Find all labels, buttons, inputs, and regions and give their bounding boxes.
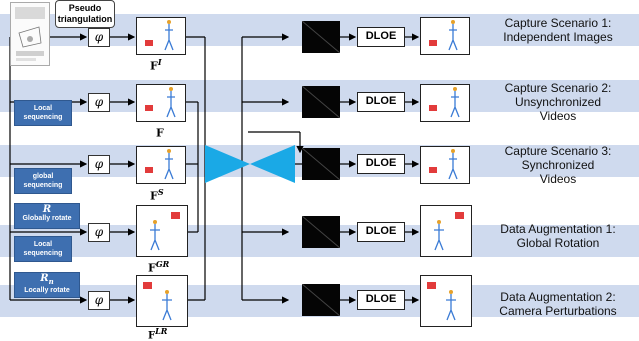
input-frame-5 [136, 275, 188, 327]
output-black-box-1 [301, 20, 341, 54]
input-frame-4 [136, 205, 188, 257]
caption-2-line2: Unsynchronized [514, 95, 602, 109]
caption-4-line1: Data Augmentation 1: [500, 222, 616, 236]
output-frame-3 [420, 146, 470, 184]
caption-2-line3: Videos [539, 109, 577, 123]
frame-label-1: FI [150, 57, 162, 73]
caption-5-line1: Data Augmentation 2: [500, 290, 616, 304]
dloe-block-5: DLOE [357, 290, 405, 310]
phi-block-4: φ [88, 223, 110, 242]
output-frame-1 [420, 17, 470, 55]
caption-3-line3: Videos [539, 172, 577, 186]
phi-block-2: φ [88, 93, 110, 112]
caption-5-line2: Camera Perturbations [499, 304, 617, 318]
frame-label-2: F [156, 126, 164, 140]
hourglass-network [205, 145, 295, 183]
output-frame-4 [420, 205, 472, 257]
dloe-block-4: DLOE [357, 222, 405, 242]
output-black-box-2 [301, 85, 341, 119]
local-sequencing-input-2: Local sequencing [14, 236, 72, 262]
phi-block-1: φ [88, 28, 110, 47]
globally-rotate-input: R Globally rotate [14, 203, 80, 229]
global-sequencing-input: global sequencing [14, 168, 72, 194]
caption-augmentation-2: Data Augmentation 2: Camera Perturbation… [478, 290, 638, 318]
local-sequencing-input: Local sequencing [14, 100, 72, 126]
input-frame-2 [136, 84, 186, 122]
caption-augmentation-1: Data Augmentation 1: Global Rotation [478, 222, 638, 250]
caption-scenario-3: Capture Scenario 3: Synchronized Videos [478, 144, 638, 186]
phi-block-3: φ [88, 155, 110, 174]
global-sequencing-label: global sequencing [23, 173, 63, 189]
dloe-block-2: DLOE [357, 92, 405, 112]
locally-rotate-input: Rn Locally rotate [14, 272, 80, 298]
local-rotation-symbol: Rn [40, 273, 54, 287]
dloe-block-3: DLOE [357, 154, 405, 174]
local-sequencing-label: Local sequencing [23, 105, 63, 121]
input-frame-1 [136, 17, 186, 55]
pseudo-triangulation-callout: Pseudo triangulation [55, 0, 115, 28]
frame-label-4: FGR [148, 259, 170, 275]
caption-3-line1: Capture Scenario 3: [504, 144, 612, 158]
dloe-block-1: DLOE [357, 27, 405, 47]
globally-rotate-label: Globally rotate [22, 215, 72, 222]
caption-scenario-2: Capture Scenario 2: Unsynchronized Video… [478, 81, 638, 123]
caption-1-line2: Independent Images [503, 30, 613, 44]
caption-4-line2: Global Rotation [516, 236, 600, 250]
local-sequencing-label-2: Local sequencing [23, 241, 63, 257]
output-black-box-3 [301, 147, 341, 181]
caption-scenario-1: Capture Scenario 1: Independent Images [478, 16, 638, 44]
caption-2-line1: Capture Scenario 2: [504, 81, 612, 95]
triangulation-thumbnail [10, 2, 50, 66]
locally-rotate-label: Locally rotate [24, 287, 70, 294]
caption-1-line1: Capture Scenario 1: [504, 16, 612, 30]
output-frame-5 [420, 275, 472, 327]
output-frame-2 [420, 84, 470, 122]
frame-label-3: FS [150, 187, 164, 203]
input-frame-3 [136, 146, 186, 184]
rotation-symbol: R [42, 204, 52, 215]
caption-3-line2: Synchronized [521, 158, 595, 172]
output-black-box-4 [301, 215, 341, 249]
phi-block-5: φ [88, 291, 110, 310]
frame-label-5: FLR [148, 326, 168, 341]
output-black-box-5 [301, 283, 341, 317]
